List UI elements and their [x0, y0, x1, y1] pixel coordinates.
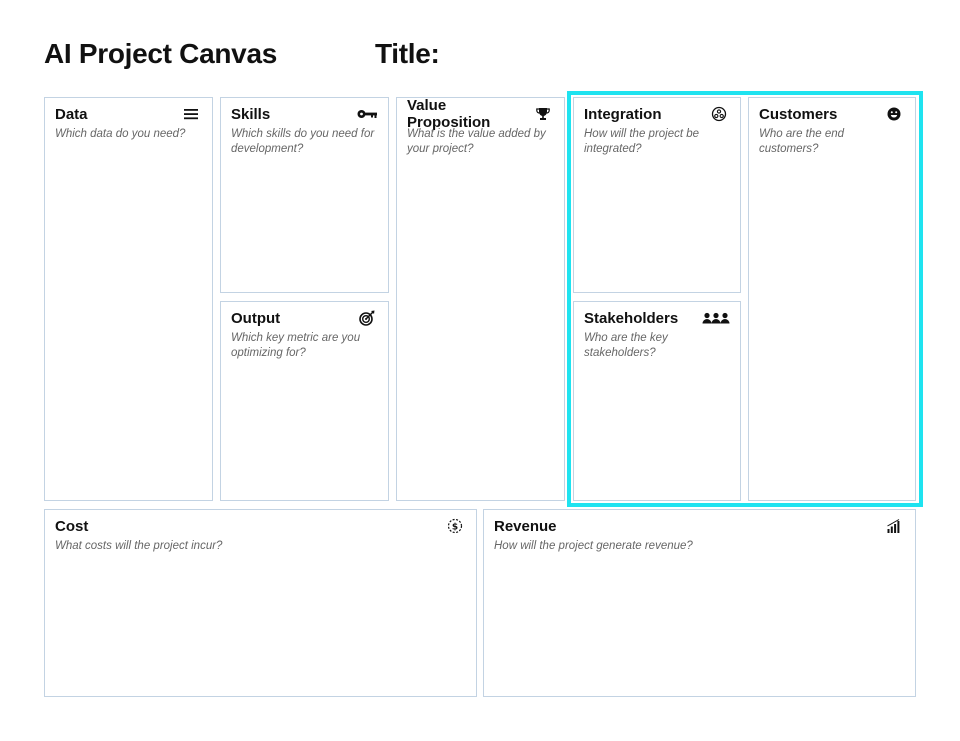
- value-proposition-description: What is the value added by your project?: [407, 128, 546, 155]
- data-section[interactable]: Data Which data do you need?: [44, 97, 213, 501]
- integration-section[interactable]: Integration How will the project be inte…: [573, 97, 741, 293]
- skills-section[interactable]: Skills Which skills do you need for deve…: [220, 97, 389, 293]
- skills-description: Which skills do you need for development…: [231, 128, 375, 155]
- project-title-label: Title:: [375, 38, 440, 69]
- trophy-icon: [532, 105, 554, 123]
- customers-description: Who are the end customers?: [759, 128, 845, 155]
- integration-description: How will the project be integrated?: [584, 128, 700, 155]
- key-icon: [356, 105, 378, 123]
- target-icon: [356, 309, 378, 327]
- svg-text:$: $: [452, 523, 458, 533]
- list-icon: [180, 105, 202, 123]
- value-proposition-title: Value Proposition: [407, 97, 491, 131]
- output-section[interactable]: Output Which key metric are you optimizi…: [220, 301, 389, 501]
- output-description: Which key metric are you optimizing for?: [231, 332, 361, 359]
- revenue-section[interactable]: Revenue How will the project generate re…: [483, 509, 916, 697]
- cost-section[interactable]: Cost $ What costs will the project incur…: [44, 509, 477, 697]
- customers-section[interactable]: Customers Who are the end customers?: [748, 97, 916, 501]
- signal-bars-icon: [883, 517, 905, 535]
- dollar-icon: $: [444, 517, 466, 535]
- data-description: Which data do you need?: [55, 128, 186, 140]
- customers-title: Customers: [759, 105, 838, 123]
- smiley-icon: [883, 105, 905, 123]
- cost-description: What costs will the project incur?: [55, 540, 223, 552]
- cost-title: Cost: [55, 517, 89, 535]
- stakeholders-section[interactable]: Stakeholders Who are the key stakeholder…: [573, 301, 741, 501]
- people-icon: [702, 309, 730, 327]
- stakeholders-title: Stakeholders: [584, 309, 679, 327]
- output-title: Output: [231, 309, 281, 327]
- stakeholders-description: Who are the key stakeholders?: [584, 332, 668, 359]
- integration-title: Integration: [584, 105, 662, 123]
- skills-title: Skills: [231, 105, 271, 123]
- integration-icon: [708, 105, 730, 123]
- revenue-description: How will the project generate revenue?: [494, 540, 693, 552]
- data-title: Data: [55, 105, 88, 123]
- revenue-title: Revenue: [494, 517, 557, 535]
- value-proposition-section[interactable]: Value Proposition What is the value adde…: [396, 97, 565, 501]
- canvas-title: AI Project Canvas: [44, 38, 277, 69]
